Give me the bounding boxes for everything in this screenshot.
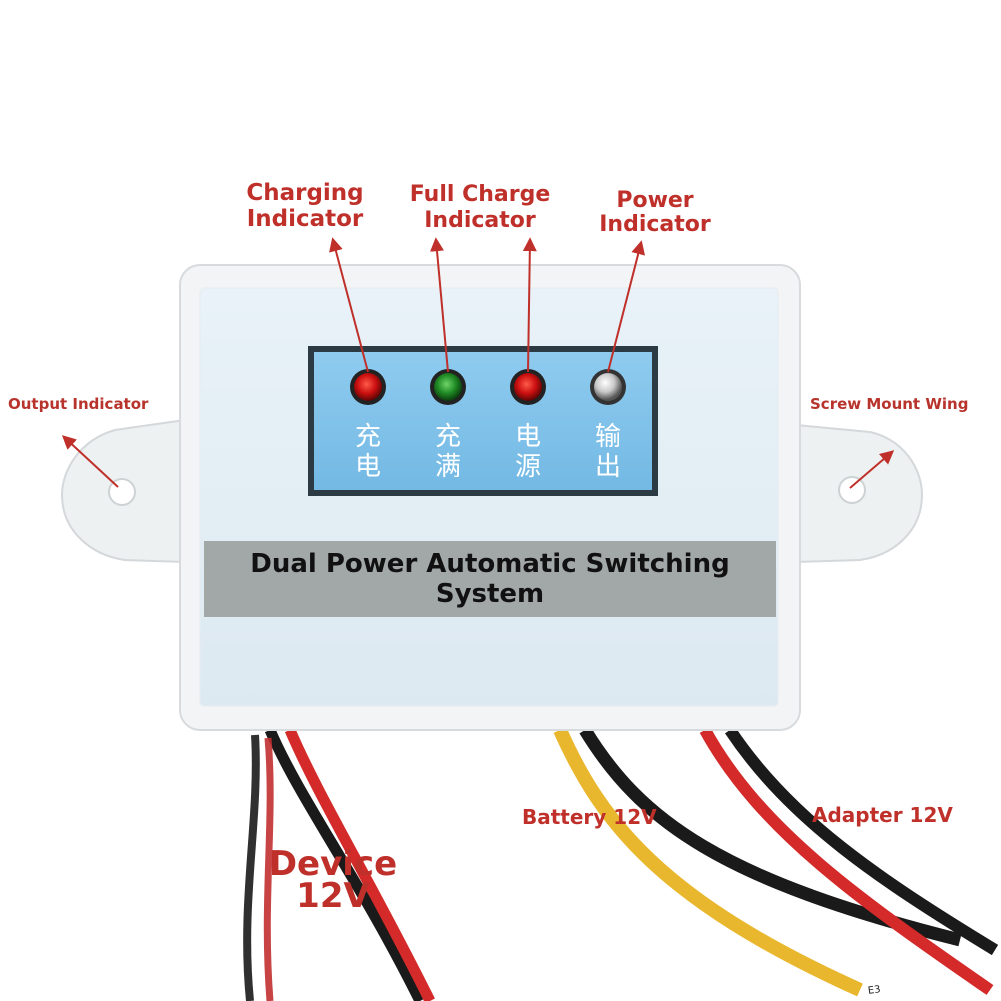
- label-line: Indicator: [424, 208, 536, 233]
- power-indicator-label: Power Indicator: [585, 189, 725, 237]
- panel-char: 充: [434, 422, 461, 452]
- wire-adapter-black: [725, 726, 999, 956]
- title-line: Dual Power Automatic Switching: [250, 549, 730, 579]
- arrow-icon: [430, 237, 449, 373]
- title-band-bg: [204, 541, 776, 617]
- device-label: Device 12V: [258, 844, 408, 916]
- wire-battery-black: [579, 726, 962, 947]
- led-row: [350, 369, 626, 405]
- panel-char: 电: [354, 452, 381, 482]
- arrows: [61, 237, 895, 489]
- wire-device-red-2: [263, 737, 274, 1001]
- arrow-icon: [522, 237, 537, 373]
- label-line: Power: [616, 188, 694, 213]
- arrow-icon: [607, 240, 646, 373]
- label-line: 12V: [296, 876, 370, 916]
- mount-wing-left: [60, 418, 186, 564]
- arrow-icon: [849, 450, 895, 489]
- wire-device-black: [264, 727, 425, 1001]
- panel-text-power: 电 源: [508, 422, 548, 482]
- label-line: Device: [268, 844, 398, 884]
- adapter-label: Adapter 12V: [812, 803, 953, 827]
- full-charge-indicator-label: Full Charge Indicator: [395, 182, 565, 234]
- battery-label: Battery 12V: [522, 805, 657, 829]
- arrow-icon: [61, 435, 119, 488]
- label-line: Indicator: [599, 212, 711, 237]
- panel-char: 充: [354, 422, 381, 452]
- charging-indicator-label: Charging Indicator: [230, 180, 380, 232]
- wire-adapter-red: [699, 727, 994, 995]
- wire-battery-yellow: [553, 727, 863, 997]
- panel-char: 出: [594, 452, 621, 482]
- product-title: Dual Power Automatic Switching System: [204, 541, 776, 617]
- panel-char: 满: [434, 452, 461, 482]
- screw-mount-wing-label: Screw Mount Wing: [810, 395, 969, 413]
- panel-text-full: 充 满: [428, 422, 468, 482]
- panel-text-charging: 充 电: [348, 422, 388, 482]
- label-line: Indicator: [246, 206, 364, 232]
- output-indicator-label: Output Indicator: [8, 395, 149, 413]
- panel-char: 电: [514, 422, 541, 452]
- wire-print-text: E3: [867, 984, 882, 997]
- title-line: System: [435, 579, 545, 609]
- mount-wing-right: [795, 423, 924, 564]
- wire-device-black-2: [243, 734, 260, 1001]
- arrow-icon: [329, 237, 369, 373]
- panel-text-output: 输 出: [588, 422, 628, 482]
- mount-hole-icon: [838, 476, 866, 504]
- wires: [243, 726, 999, 1001]
- panel-char: 输: [594, 422, 621, 452]
- panel-char: 源: [514, 452, 541, 482]
- wire-device-red: [284, 727, 435, 1001]
- label-line: Charging: [246, 180, 364, 206]
- label-line: Full Charge: [409, 182, 551, 207]
